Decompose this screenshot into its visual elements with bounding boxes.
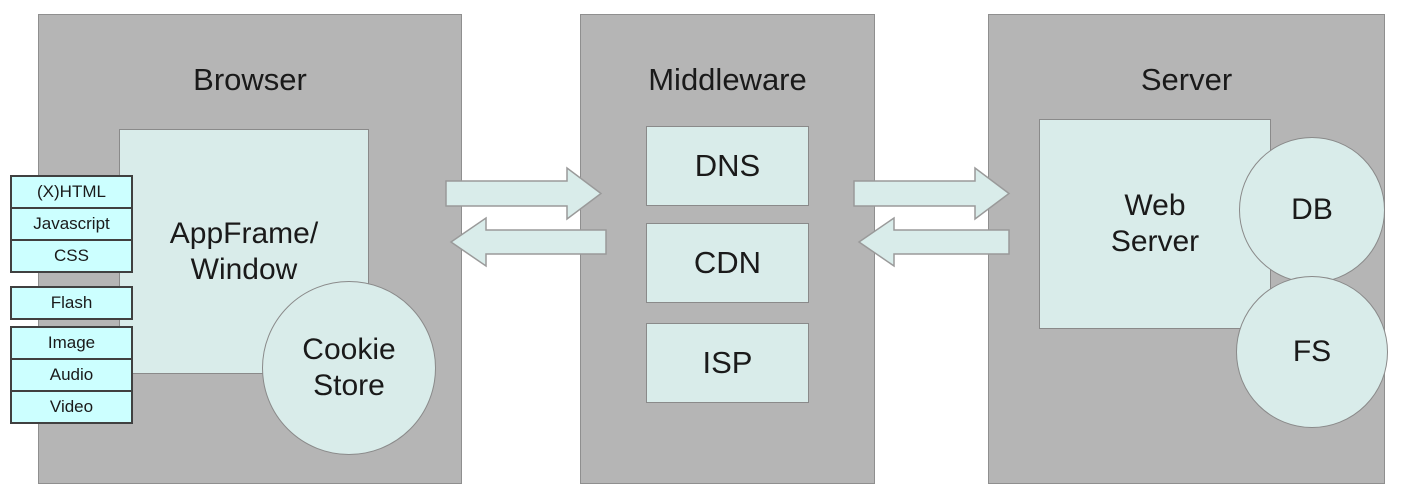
isp-box: ISP <box>646 323 809 403</box>
arrow-browser-to-middleware-icon <box>445 166 603 221</box>
middleware-title: Middleware <box>648 62 807 97</box>
content-type-audio: Audio <box>10 358 133 392</box>
content-type-flash: Flash <box>10 286 133 320</box>
middleware-panel: Middleware DNS CDN ISP <box>580 14 875 484</box>
content-type-xhtml: (X)HTML <box>10 175 133 209</box>
content-type-css: CSS <box>10 239 133 273</box>
web-server-box: Web Server <box>1039 119 1271 329</box>
db-circle: DB <box>1239 137 1385 283</box>
cdn-box: CDN <box>646 223 809 303</box>
content-type-image: Image <box>10 326 133 360</box>
arrow-server-to-middleware-icon <box>857 216 1010 268</box>
fs-circle: FS <box>1236 276 1388 428</box>
browser-title: Browser <box>193 62 307 97</box>
server-title: Server <box>1140 62 1233 97</box>
cookie-store-circle: Cookie Store <box>262 281 436 455</box>
dns-box: DNS <box>646 126 809 206</box>
content-type-javascript: Javascript <box>10 207 133 241</box>
server-panel: Server Web Server DB FS <box>988 14 1388 484</box>
content-type-video: Video <box>10 390 133 424</box>
arrow-middleware-to-server-icon <box>853 166 1011 221</box>
